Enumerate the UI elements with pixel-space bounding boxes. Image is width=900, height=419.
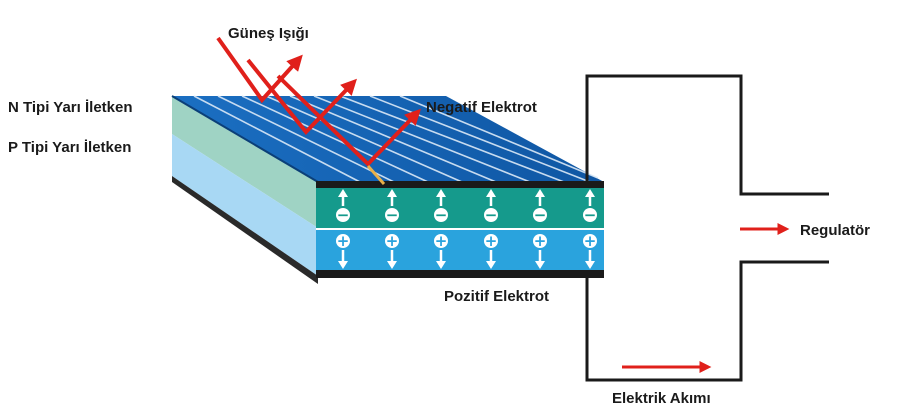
charge-carriers: − + − + − + <box>336 189 597 269</box>
electron-symbol: − <box>485 206 498 224</box>
positive-electrode-bar <box>316 270 604 278</box>
hole-symbol: + <box>386 232 399 250</box>
n-type-layer <box>316 188 604 228</box>
n-layer-side <box>172 96 318 228</box>
n-type-label: N Tipi Yarı İletken <box>8 99 133 116</box>
ray-arrow <box>216 36 303 104</box>
negative-electrode-label: Negatif Elektrot <box>426 99 537 116</box>
sunlight-label: Güneş Işığı <box>228 25 309 42</box>
panel-top <box>172 96 604 182</box>
junction-line <box>316 228 604 230</box>
hole-symbol: + <box>435 232 448 250</box>
hole-symbol: + <box>337 232 350 250</box>
negative-electrode-bar <box>316 181 604 188</box>
cell-front-face <box>316 181 604 278</box>
cell-side-faces <box>172 96 318 284</box>
electron-symbol: − <box>337 206 350 224</box>
carrier-column: − + <box>583 189 597 269</box>
electron-symbol: − <box>386 206 399 224</box>
hole-symbol: + <box>534 232 547 250</box>
absorbed-ray <box>366 165 386 185</box>
p-type-label: P Tipi Yarı İletken <box>8 139 131 156</box>
electron-symbol: − <box>435 206 448 224</box>
carrier-column: − + <box>434 189 448 269</box>
carrier-column: − + <box>336 189 350 269</box>
panel-front-edge <box>171 95 319 183</box>
carrier-column: − + <box>385 189 399 269</box>
bottom-electrode-side <box>172 176 318 284</box>
carrier-column: − + <box>533 189 547 269</box>
external-circuit <box>585 74 829 382</box>
current-label: Elektrik Akımı <box>612 390 711 407</box>
carrier-column: − + <box>484 189 498 269</box>
circuit-wire-bottom <box>585 260 829 382</box>
p-type-layer <box>316 230 604 270</box>
ray-arrow <box>276 74 421 167</box>
electron-symbol: − <box>534 206 547 224</box>
hole-symbol: + <box>485 232 498 250</box>
regulator-label: Regulatör <box>800 222 870 239</box>
electron-symbol: − <box>584 206 597 224</box>
hole-symbol: + <box>584 232 597 250</box>
circuit-wire-top <box>585 74 829 196</box>
p-layer-side <box>172 134 318 276</box>
sunlight-rays <box>216 36 421 167</box>
ray-arrow <box>246 58 357 136</box>
positive-electrode-label: Pozitif Elektrot <box>444 288 549 305</box>
